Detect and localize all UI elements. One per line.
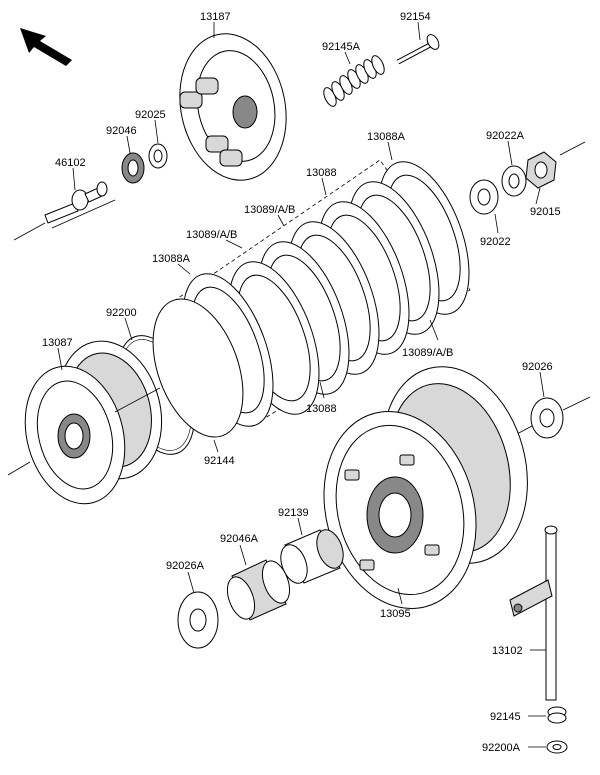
label-92046: 92046	[106, 125, 137, 137]
washer-92200A	[546, 740, 568, 754]
pressure-plate-13187	[179, 33, 287, 181]
nut-92015	[525, 151, 557, 189]
washer-92022A	[501, 165, 527, 197]
washer-92026A	[177, 591, 219, 649]
washer-92022	[469, 179, 499, 215]
label-92026: 92026	[522, 361, 553, 373]
label-46102: 46102	[55, 157, 86, 169]
sleeve-92139	[280, 529, 344, 584]
arrow-up-left-icon	[20, 28, 72, 66]
label-92015: 92015	[530, 206, 561, 218]
label-92145A: 92145A	[322, 41, 361, 53]
clutch-housing-13095	[323, 366, 528, 609]
bearing-92046	[121, 152, 145, 184]
needle-bearing-92046A	[226, 559, 291, 621]
spring-92145A	[323, 55, 385, 107]
label-92200A: 92200A	[482, 742, 521, 754]
label-13089-3: 13089/A/B	[402, 347, 453, 359]
label-92046A: 92046A	[220, 533, 259, 545]
push-rod-46102	[44, 181, 108, 224]
label-13088-bottom: 13088	[306, 403, 337, 415]
label-13187: 13187	[200, 11, 231, 23]
bolt-92154	[396, 34, 440, 65]
release-shaft-13102	[509, 525, 558, 701]
label-92022A: 92022A	[486, 130, 525, 142]
washer-92025	[148, 143, 168, 169]
spring-92145	[547, 706, 567, 724]
clutch-hub-13087	[24, 340, 163, 505]
label-13089-2: 13089/A/B	[186, 229, 237, 241]
plate-92144	[152, 298, 244, 438]
label-92145: 92145	[490, 711, 521, 723]
label-13088-top: 13088	[306, 167, 337, 179]
label-92025: 92025	[135, 109, 166, 121]
label-92022: 92022	[480, 236, 511, 248]
label-13088A-left: 13088A	[152, 253, 191, 265]
label-13102: 13102	[492, 645, 523, 657]
label-13088A-top: 13088A	[367, 131, 406, 143]
washer-92026	[530, 397, 564, 439]
label-92154: 92154	[400, 11, 431, 23]
label-13089-1: 13089/A/B	[244, 204, 295, 216]
label-92026A: 92026A	[166, 560, 205, 572]
label-13095: 13095	[380, 608, 411, 620]
label-13087: 13087	[42, 337, 73, 349]
label-92200: 92200	[106, 307, 137, 319]
label-92144: 92144	[204, 455, 235, 467]
label-92139: 92139	[278, 507, 309, 519]
